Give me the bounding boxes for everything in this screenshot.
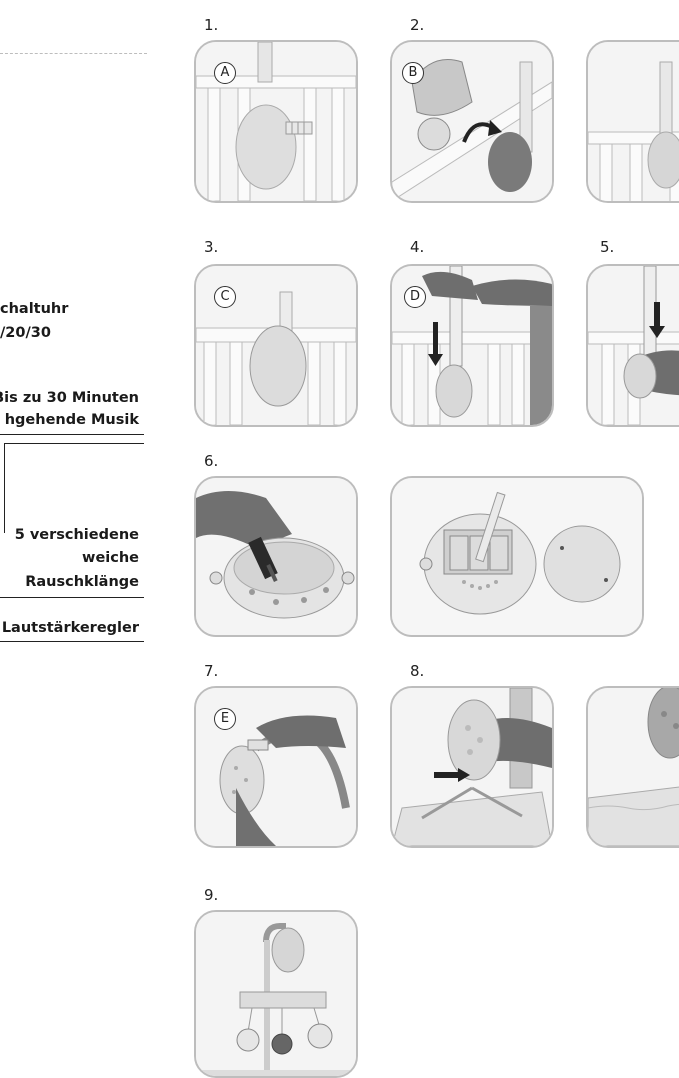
feature-music-line2: hgehende Musik (4, 412, 139, 428)
step-badge-a: A (214, 62, 236, 84)
feature-timer-line1: chaltuhr (0, 301, 69, 317)
step-badge-b: B (402, 62, 424, 84)
step-number-8: 8. (410, 662, 425, 680)
step-number-5: 5. (600, 238, 615, 256)
illustration-step-8 (390, 686, 554, 848)
illustration-step-5 (586, 264, 679, 427)
feature-volume: Lautstärkeregler (1, 620, 139, 636)
illustration-step-2b (586, 40, 679, 203)
step-number-7: 7. (204, 662, 219, 680)
feature-timer-line2: /20/30 (0, 325, 51, 341)
step-number-2: 2. (410, 16, 425, 34)
feature-music-line1: Bis zu 30 Minuten (0, 390, 139, 406)
illustration-step-7: E (194, 686, 358, 848)
step-badge-c: C (214, 286, 236, 308)
step-number-4: 4. (410, 238, 425, 256)
illustration-step-1: A (194, 40, 358, 203)
illustration-step-3: C (194, 264, 358, 427)
divider-music (0, 434, 144, 435)
feature-sounds-line1: 5 verschiedene (14, 527, 139, 543)
step-number-9: 9. (204, 886, 219, 904)
illustration-step-2: B (390, 40, 554, 203)
illustration-step-8b (586, 686, 679, 848)
feature-sounds-line3: Rauschklänge (25, 574, 139, 590)
feature-sounds-line2: weiche (82, 550, 139, 566)
divider-volume (0, 641, 144, 642)
illustration-step-4: D (390, 264, 554, 427)
step-number-1: 1. (204, 16, 219, 34)
divider-sounds (0, 597, 144, 598)
bracket-top (4, 443, 144, 444)
illustration-step-9 (194, 910, 358, 1078)
dashed-divider (0, 53, 147, 54)
step-badge-e: E (214, 708, 236, 730)
step-number-6: 6. (204, 452, 219, 470)
bracket-line (4, 443, 5, 533)
step-badge-d: D (404, 286, 426, 308)
illustration-step-6b (390, 476, 644, 637)
step-number-3: 3. (204, 238, 219, 256)
illustration-step-6 (194, 476, 358, 637)
